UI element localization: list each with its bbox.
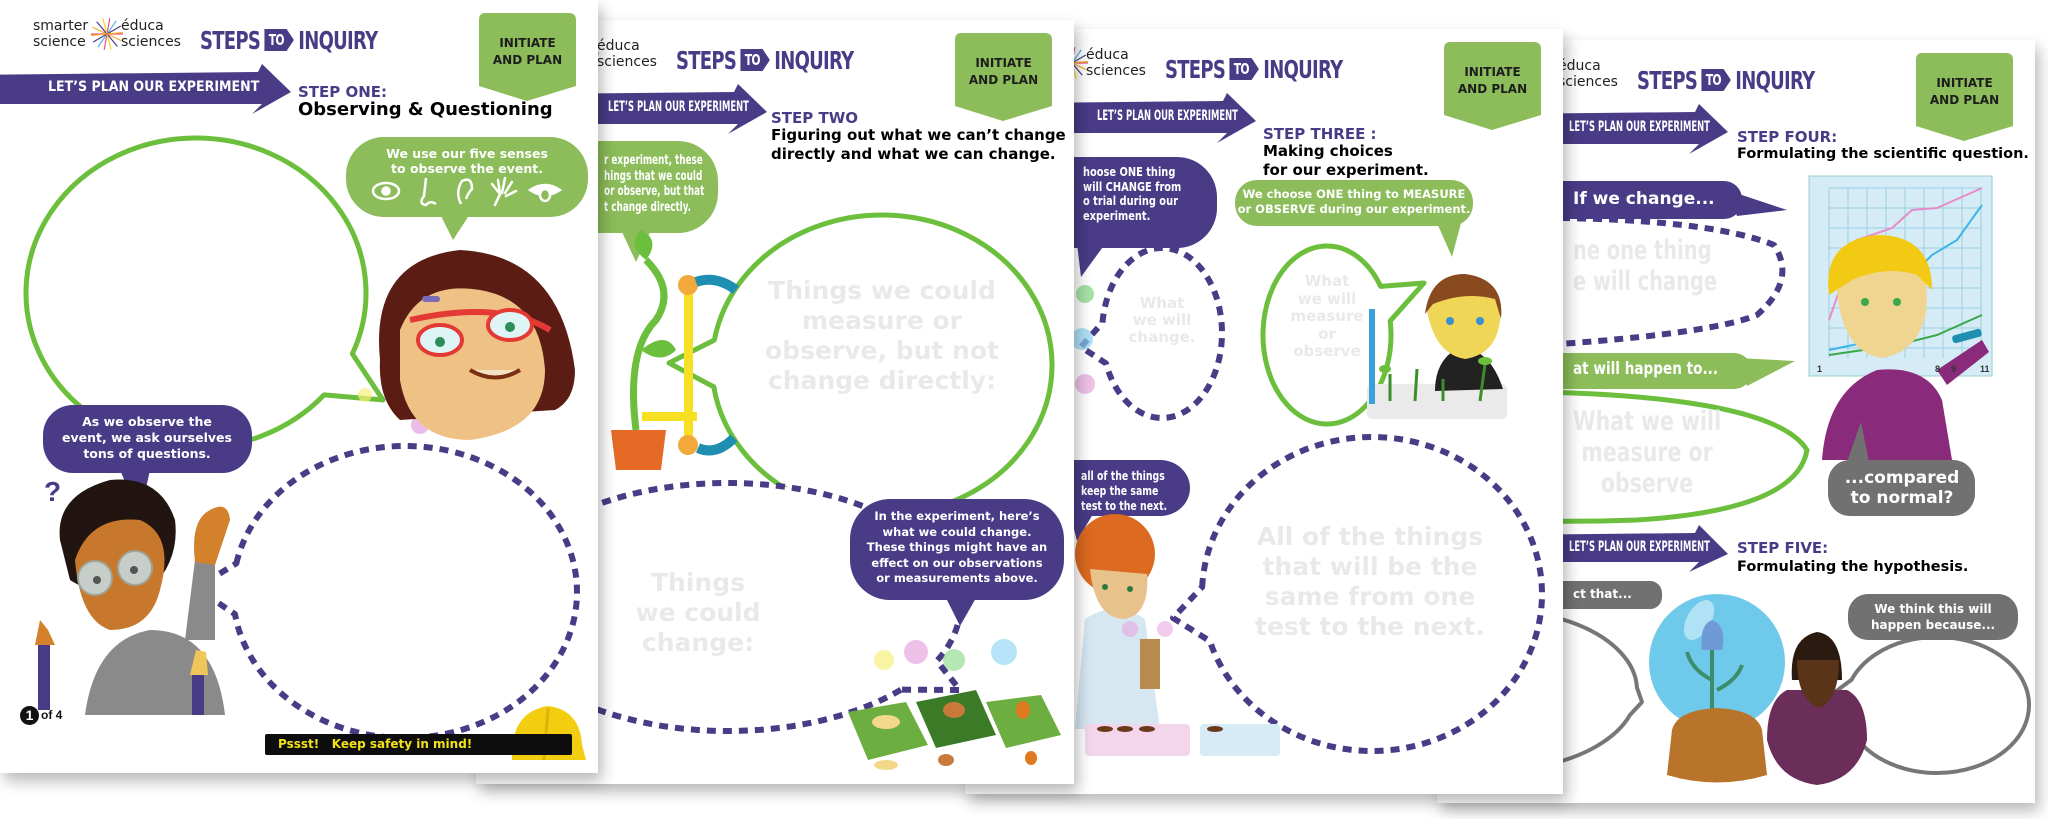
nose-icon [420,177,437,207]
phase-tab-shape [479,13,576,101]
boy-with-plants-illustration [1367,274,1507,419]
seed-packets-illustration [848,639,1061,770]
constants-dashed-bubble[interactable] [1170,434,1545,754]
boy-illustration [35,479,230,715]
plan-banner: LET’S PLAN OUR EXPERIMENT [48,79,260,95]
chart-tick: 1 [1817,364,1823,374]
step-label: STEP FOUR: [1737,128,1838,146]
step-label: STEP THREE : [1263,125,1377,143]
step5-title: Formulating the hypothesis. [1737,559,1969,575]
plan-banner-shape [0,64,291,114]
safety-note: Pssst! Keep safety in mind! [278,737,473,751]
phase-tab-shape [1916,53,2013,141]
if-we-change-bubble: If we change... [1573,189,1715,209]
plant-ruler-illustration [611,230,739,470]
chart-tick: 11 [1980,364,1990,374]
observation-bubble[interactable] [23,135,386,451]
measure-bubble-shape [1235,180,1473,257]
step-label: STEP ONE: [298,83,388,101]
because-outline-bubble[interactable] [1833,635,2031,775]
logo-starburst-icon [91,18,123,50]
girl-illustration [358,250,575,440]
step-title: Formulating the scientific question. [1737,146,2029,162]
chart-tick: 8 [1935,364,1941,374]
senses-bubble-shape [346,137,588,240]
because-bubble-shape [1848,594,2018,640]
page-1-artwork [0,13,588,741]
step-label: STEP TWO [771,109,859,127]
plan-banner-2: LET’S PLAN OUR EXPERIMENT [1569,539,1710,555]
plan-banner: LET’S PLAN OUR EXPERIMENT [1097,108,1238,124]
page-count: of 4 [41,708,63,722]
tongue-icon [527,183,563,203]
safety-bar [265,734,572,755]
predict-bubble: ct that... [1573,587,1632,601]
chart-tick: 9 [1951,364,1957,374]
girl-with-marker-illustration [1822,235,1989,460]
phase-tab-shape [1444,42,1541,130]
compare-bubble-shape [1828,422,1975,516]
question-dashed-bubble[interactable] [193,443,580,741]
question-mark: ? [44,476,62,507]
step-title: Observing & Questioning [298,99,553,120]
plan-banner: LET’S PLAN OUR EXPERIMENT [1569,119,1710,135]
step5-label: STEP FIVE: [1737,539,1829,557]
plan-banner: LET’S PLAN OUR EXPERIMENT [608,99,749,115]
senses-icons [371,176,563,207]
crystal-ball-illustration [1649,594,1867,785]
what-will-happen-bubble: at will happen to... [1573,359,1719,379]
page-number-badge: 1 [20,706,39,725]
phase-tab-shape [955,33,1052,121]
change-dashed-bubble[interactable] [1078,245,1225,421]
hand-icon [490,176,518,207]
change-bubble-shape [850,499,1064,626]
ear-icon [457,178,474,205]
page-2-artwork [476,33,1064,770]
scientist-illustration [1075,514,1280,756]
eye-icon [371,181,401,201]
